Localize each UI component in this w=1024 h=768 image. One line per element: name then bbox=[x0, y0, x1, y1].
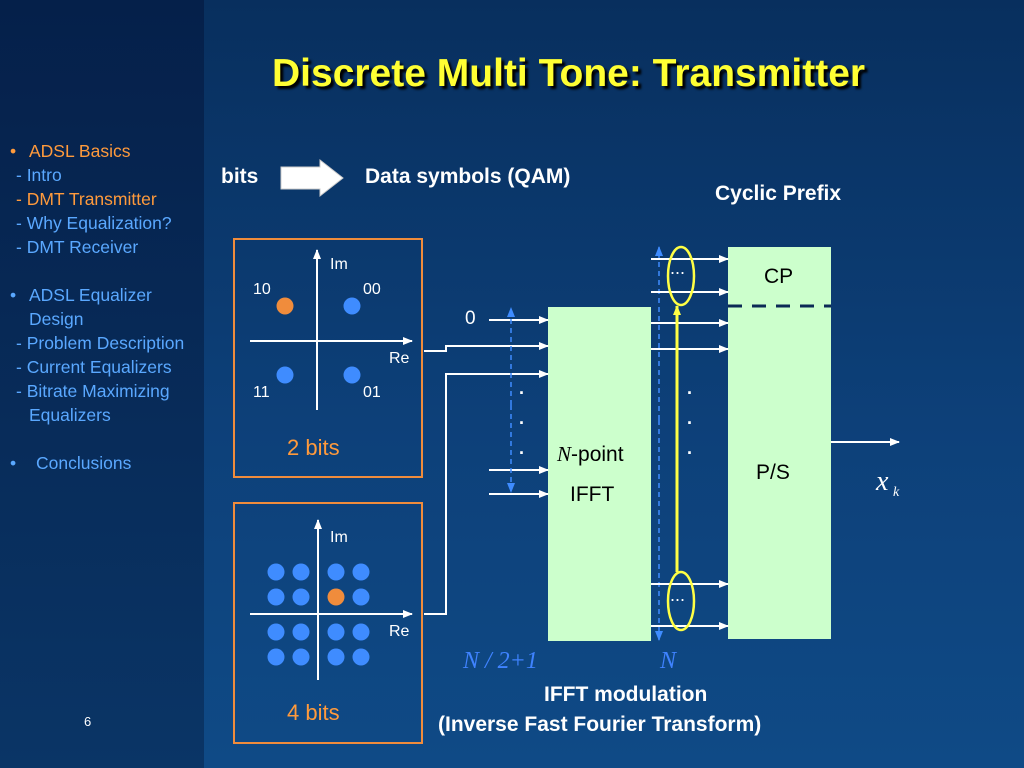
qam16-output-line bbox=[424, 370, 549, 615]
sidebar-item-adsl-basics[interactable]: ADSL Basics bbox=[29, 141, 131, 161]
cyclic-prefix-label: Cyclic Prefix bbox=[715, 182, 842, 205]
page-title: Discrete Multi Tone: Transmitter bbox=[272, 52, 866, 95]
qam16-point bbox=[352, 563, 370, 581]
sidebar-item-problem-description[interactable]: - Problem Description bbox=[16, 333, 185, 353]
sidebar-item-why-equalization[interactable]: - Why Equalization? bbox=[16, 213, 172, 233]
index-n-label: N bbox=[660, 648, 677, 674]
sidebar-item-dmt-receiver[interactable]: - DMT Receiver bbox=[16, 237, 139, 257]
sidebar bbox=[0, 0, 204, 768]
qam16-constellation-box bbox=[233, 502, 423, 744]
qam16-point bbox=[352, 588, 370, 606]
ifft-full-name-label: (Inverse Fast Fourier Transform) bbox=[438, 713, 762, 736]
qam16-point bbox=[292, 563, 310, 581]
cp-copy-ellipsis: ... bbox=[670, 585, 686, 605]
qam4-point-10 bbox=[276, 297, 294, 315]
qam16-point bbox=[267, 648, 285, 666]
ps-label: P/S bbox=[756, 461, 790, 484]
cp-source-oval bbox=[666, 245, 696, 307]
qam16-im-label: Im bbox=[330, 529, 348, 546]
ifft-n-point-label: N-point bbox=[557, 442, 624, 467]
qam16-point bbox=[292, 623, 310, 641]
qam4-label-01: 01 bbox=[363, 384, 381, 401]
qam4-re-label: Re bbox=[389, 350, 410, 367]
qam4-point-01 bbox=[343, 366, 361, 384]
qam4-label-00: 00 bbox=[363, 281, 381, 298]
sidebar-item-adsl-equalizer[interactable]: ADSL Equalizer bbox=[29, 285, 152, 305]
sidebar-bullet-2: • bbox=[10, 285, 17, 305]
sidebar-bullet-3: • bbox=[10, 453, 17, 473]
data-symbols-label: Data symbols (QAM) bbox=[365, 165, 571, 188]
qam4-label-10: 10 bbox=[253, 281, 271, 298]
sidebar-item-current-equalizers[interactable]: - Current Equalizers bbox=[16, 357, 172, 377]
qam16-point bbox=[352, 623, 370, 641]
qam16-point bbox=[327, 588, 345, 606]
output-dot-1: . bbox=[687, 378, 693, 398]
qam4-output-line bbox=[424, 342, 549, 352]
output-dot-3: . bbox=[687, 438, 693, 458]
qam16-point bbox=[327, 623, 345, 641]
qam16-re-label: Re bbox=[389, 623, 410, 640]
bits-block-arrow bbox=[280, 158, 344, 198]
ifft-point-text: -point bbox=[571, 443, 624, 466]
qam16-point bbox=[327, 648, 345, 666]
sidebar-item-equalizers[interactable]: Equalizers bbox=[29, 405, 111, 425]
sidebar-item-conclusions[interactable]: Conclusions bbox=[36, 453, 132, 473]
output-x-label: x bbox=[876, 466, 889, 497]
qam16-point bbox=[352, 648, 370, 666]
qam4-im-label: Im bbox=[330, 256, 348, 273]
input-dot-2: . bbox=[519, 408, 525, 428]
cp-label: CP bbox=[764, 265, 794, 288]
cp-copy-oval bbox=[666, 570, 696, 632]
qam4-constellation-box bbox=[233, 238, 423, 478]
sidebar-item-intro[interactable]: - Intro bbox=[16, 165, 62, 185]
qam4-point-00 bbox=[343, 297, 361, 315]
sidebar-item-dmt-transmitter[interactable]: - DMT Transmitter bbox=[16, 189, 157, 209]
qam16-point bbox=[267, 588, 285, 606]
sidebar-item-design[interactable]: Design bbox=[29, 309, 84, 329]
output-dot-2: . bbox=[687, 408, 693, 428]
qam16-points bbox=[267, 563, 370, 666]
qam4-caption: 2 bits bbox=[287, 435, 340, 460]
qam16-point bbox=[292, 588, 310, 606]
qam16-point bbox=[267, 563, 285, 581]
output-k-subscript: k bbox=[893, 485, 900, 500]
ifft-n-symbol: N bbox=[557, 442, 572, 466]
cp-source-ellipsis: ... bbox=[670, 258, 686, 278]
zero-input-label: 0 bbox=[465, 308, 476, 329]
qam16-point bbox=[327, 563, 345, 581]
sidebar-item-bitrate-maximizing[interactable]: - Bitrate Maximizing bbox=[16, 381, 170, 401]
index-half-label: N / 2+1 bbox=[463, 648, 538, 674]
ifft-label: IFFT bbox=[570, 483, 615, 506]
ifft-block bbox=[548, 307, 651, 641]
input-dot-3: . bbox=[519, 438, 525, 458]
ifft-modulation-label: IFFT modulation bbox=[544, 683, 708, 706]
page-number: 6 bbox=[84, 714, 92, 729]
qam16-caption: 4 bits bbox=[287, 700, 340, 725]
qam16-point bbox=[267, 623, 285, 641]
qam16-point bbox=[292, 648, 310, 666]
qam4-label-11: 11 bbox=[253, 384, 270, 401]
bits-label: bits bbox=[221, 165, 259, 188]
ps-block bbox=[728, 247, 831, 639]
qam4-point-11 bbox=[276, 366, 294, 384]
input-dot-1: . bbox=[519, 378, 525, 398]
sidebar-bullet-1: • bbox=[10, 141, 17, 161]
